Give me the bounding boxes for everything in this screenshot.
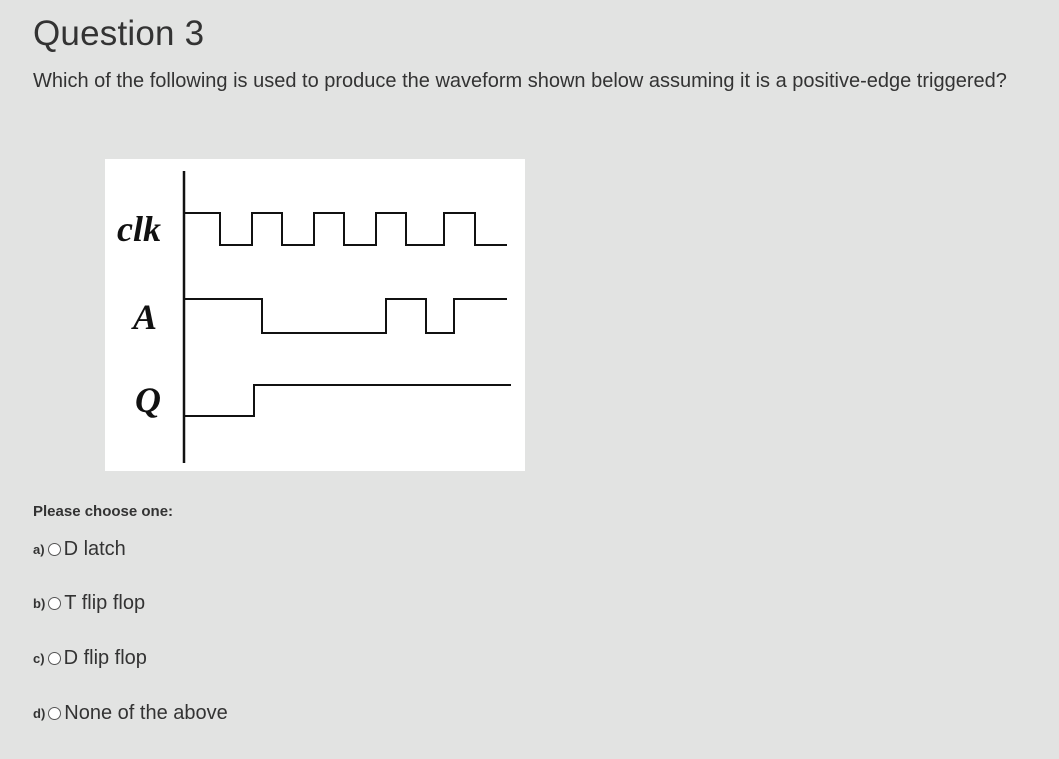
signal-label-clk: clk (117, 209, 161, 249)
option-d[interactable]: d) None of the above (33, 702, 228, 725)
option-text: T flip flop (64, 592, 146, 614)
timing-diagram: clk A Q (117, 171, 511, 463)
radio-button[interactable] (47, 652, 61, 665)
question-title: Question 3 (33, 14, 205, 53)
choose-prompt: Please choose one: (33, 503, 174, 520)
radio-button[interactable] (47, 543, 61, 556)
option-letter: a) (33, 542, 45, 557)
option-c[interactable]: c) D flip flop (33, 647, 147, 670)
option-letter: b) (33, 596, 46, 611)
radio-button[interactable] (48, 597, 62, 610)
radio-button[interactable] (48, 707, 62, 720)
option-a[interactable]: a) D latch (33, 538, 126, 561)
question-text: Which of the following is used to produc… (33, 70, 1007, 92)
clk-waveform (184, 212, 507, 246)
signal-label-a: A (131, 297, 157, 337)
option-text: None of the above (64, 702, 228, 724)
waveform-figure: clk A Q (105, 159, 525, 471)
option-text: D flip flop (63, 647, 147, 669)
option-b[interactable]: b) T flip flop (33, 592, 145, 615)
signal-label-q: Q (135, 380, 161, 420)
q-waveform (184, 384, 511, 417)
option-letter: c) (33, 651, 45, 666)
option-text: D latch (63, 538, 126, 560)
option-letter: d) (33, 706, 46, 721)
a-waveform (184, 298, 507, 334)
